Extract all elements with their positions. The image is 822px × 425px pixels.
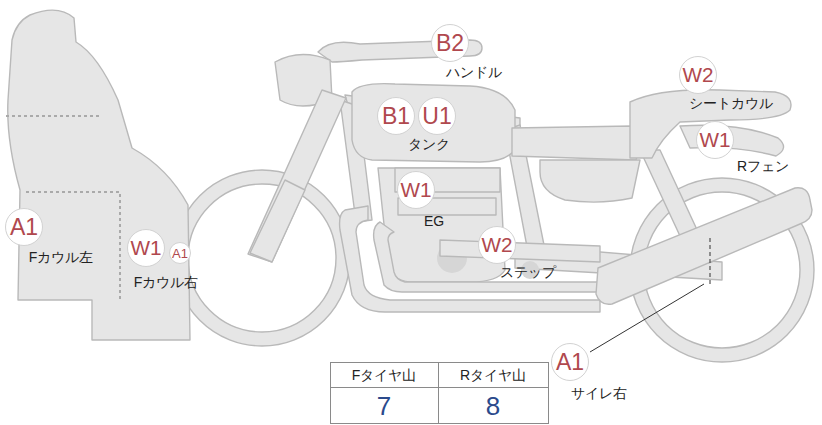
damage-code: W1 bbox=[699, 130, 730, 151]
part-name: タンク bbox=[408, 137, 450, 151]
callout-circle: A1 bbox=[169, 242, 191, 264]
table-cell: 8 bbox=[486, 393, 500, 419]
callout-circle: A1サイレ右 bbox=[551, 343, 589, 381]
part-name: Fカウル左 bbox=[29, 250, 94, 264]
damage-code: W2 bbox=[481, 235, 512, 256]
part-name: Fカウル右 bbox=[134, 275, 199, 289]
table-cell: 7 bbox=[377, 393, 391, 419]
damage-code: B1 bbox=[382, 105, 410, 128]
part-name: シートカウル bbox=[689, 96, 773, 110]
damage-code: A1 bbox=[172, 247, 188, 260]
callout-circle: W1Rフェン bbox=[696, 121, 734, 159]
damage-code: A1 bbox=[556, 351, 584, 374]
table-cell: Rタイヤ山 bbox=[460, 368, 526, 382]
callout-circle: B2ハンドル bbox=[431, 24, 469, 62]
callout-circle: W2ステップ bbox=[478, 226, 516, 264]
callout-circle: W1EG bbox=[397, 171, 435, 209]
damage-code: B2 bbox=[436, 32, 464, 55]
table-cell: Fタイヤ山 bbox=[352, 368, 417, 382]
damage-code: U1 bbox=[422, 105, 451, 128]
part-name: EG bbox=[424, 214, 444, 228]
callout-circle: W1Fカウル右 bbox=[127, 229, 165, 267]
damage-code: W1 bbox=[400, 180, 431, 201]
callout-circle: W2シートカウル bbox=[679, 56, 717, 94]
part-name: サイレ右 bbox=[571, 386, 627, 400]
callout-circle: U1タンク bbox=[418, 97, 456, 135]
callout-circle: A1Fカウル左 bbox=[5, 208, 43, 246]
part-name: Rフェン bbox=[737, 159, 789, 173]
damage-code: W2 bbox=[682, 65, 713, 86]
damage-code: A1 bbox=[10, 216, 38, 239]
damage-code: W1 bbox=[130, 238, 161, 259]
part-name: ステップ bbox=[500, 265, 556, 279]
callout-circle: B1 bbox=[377, 97, 415, 135]
part-name: ハンドル bbox=[446, 65, 502, 79]
